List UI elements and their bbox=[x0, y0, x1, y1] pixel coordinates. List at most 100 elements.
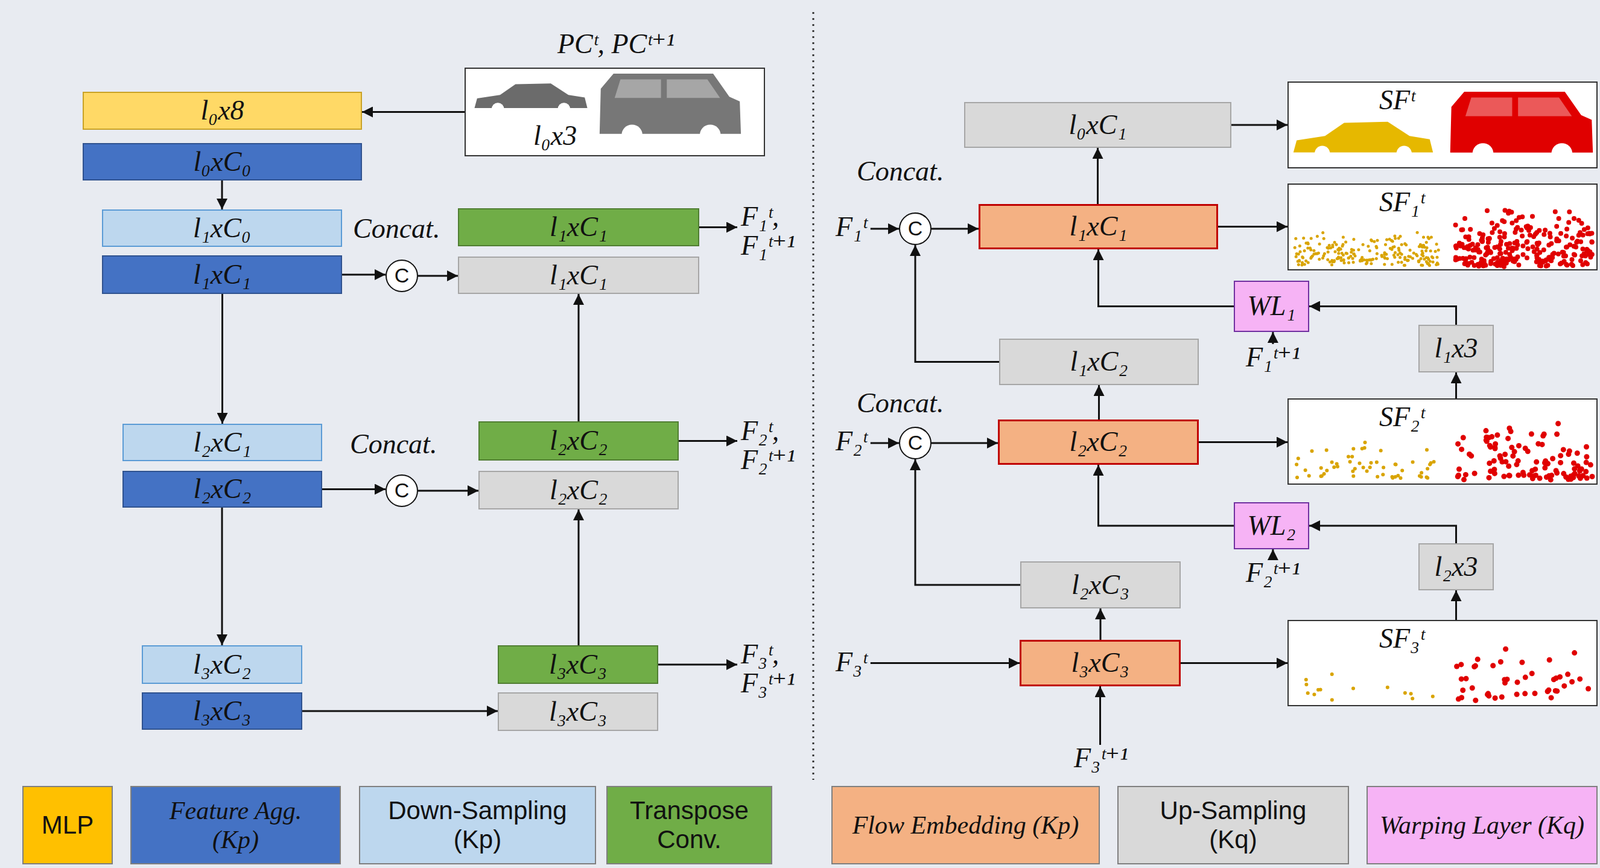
cloud-point bbox=[1324, 468, 1329, 473]
cloud-point bbox=[1564, 262, 1570, 268]
cloud-point bbox=[1391, 476, 1395, 480]
cloud-point bbox=[1546, 255, 1552, 261]
legend-text: Transpose Conv. bbox=[614, 795, 766, 855]
cloud-point bbox=[1365, 468, 1369, 473]
box-label: l₃xC₃ bbox=[193, 695, 251, 727]
box-label: l₂xC₁ bbox=[193, 427, 252, 458]
cloud-point bbox=[1513, 256, 1519, 262]
cloud-point bbox=[1293, 246, 1297, 250]
cloud-point bbox=[1383, 250, 1387, 254]
cloud-point bbox=[1425, 475, 1429, 480]
connector-arrow bbox=[221, 293, 224, 424]
cloud-point bbox=[1529, 670, 1535, 676]
connector-arrow bbox=[1096, 147, 1099, 204]
cloud-point bbox=[1503, 249, 1509, 255]
cloud-point bbox=[1361, 465, 1366, 470]
cloud-point bbox=[1352, 260, 1356, 264]
cloud-point bbox=[1374, 257, 1378, 261]
cloud-point bbox=[1519, 214, 1525, 220]
cloud-point bbox=[1374, 244, 1378, 248]
car-suv bbox=[599, 73, 741, 146]
connector-arrow bbox=[1099, 608, 1102, 640]
cloud-point bbox=[1485, 236, 1491, 242]
cloud-point bbox=[1425, 447, 1429, 452]
cloud-point bbox=[1375, 474, 1380, 479]
cloud-point bbox=[1362, 445, 1367, 450]
cloud-point bbox=[1469, 684, 1476, 691]
cloud-point bbox=[1385, 685, 1390, 689]
cloud-point bbox=[1524, 238, 1530, 244]
connector-arrow bbox=[322, 488, 386, 490]
cloud-point bbox=[1524, 255, 1530, 261]
cloud-point bbox=[1391, 239, 1395, 243]
connector-arrow bbox=[931, 442, 998, 445]
car-sedan bbox=[1293, 121, 1433, 162]
cloud-point bbox=[1531, 234, 1537, 239]
cloud-point bbox=[1349, 250, 1353, 254]
cloud-point bbox=[1572, 252, 1578, 258]
cloud-point bbox=[1363, 440, 1368, 445]
cloud-point bbox=[1530, 214, 1535, 220]
cloud-point bbox=[1400, 243, 1404, 247]
image-panel: SFᵗ bbox=[1287, 81, 1598, 169]
cloud-point bbox=[1500, 257, 1506, 263]
car-sedan bbox=[474, 83, 588, 116]
cloud-point bbox=[1399, 476, 1403, 480]
cloud-point bbox=[1455, 441, 1461, 447]
cloud-point bbox=[1502, 234, 1508, 239]
cloud-point bbox=[1422, 235, 1426, 239]
cloud-point bbox=[1561, 682, 1567, 689]
cloud-point bbox=[1297, 259, 1301, 263]
cloud-point bbox=[1530, 475, 1536, 481]
cloud-point bbox=[1303, 249, 1307, 253]
cloud-point bbox=[1492, 444, 1498, 450]
box-label: l₁xC₀ bbox=[193, 212, 251, 244]
panel-label: SF₁ᵗ bbox=[1379, 187, 1425, 218]
cloud-point bbox=[1374, 460, 1379, 464]
feature-label: F₁ᵗ⁺¹ bbox=[1245, 342, 1301, 372]
box-label: l₃xC₂ bbox=[193, 649, 251, 680]
cloud-point bbox=[1519, 233, 1525, 239]
box-label: l₂xC₂ bbox=[549, 425, 608, 457]
panel-label: SF₃ᵗ bbox=[1379, 623, 1425, 654]
connector-arrow bbox=[915, 244, 1000, 362]
cloud-point bbox=[1352, 252, 1356, 256]
cloud-point bbox=[1304, 259, 1308, 263]
up-sampling-box: l₁xC₂ bbox=[999, 338, 1199, 385]
feature-label: F₁ᵗ bbox=[835, 212, 867, 242]
cloud-point bbox=[1571, 460, 1577, 466]
cloud-point bbox=[1577, 675, 1583, 682]
legend-text: Down-Sampling (Kp) bbox=[373, 795, 582, 855]
panel-label: l₀x3 bbox=[533, 120, 577, 152]
cloud-point bbox=[1585, 225, 1591, 231]
cloud-point bbox=[1572, 470, 1578, 477]
cloud-point bbox=[1431, 260, 1435, 264]
cloud-point bbox=[1499, 218, 1505, 224]
cloud-point bbox=[1514, 242, 1520, 248]
cloud-point bbox=[1298, 244, 1302, 248]
connector-arrow bbox=[302, 710, 498, 712]
cloud-point bbox=[1554, 223, 1559, 229]
transpose-conv-box: l₂xC₂ bbox=[478, 421, 679, 461]
cloud-point bbox=[1419, 474, 1424, 479]
cloud-point bbox=[1341, 258, 1345, 262]
cloud-point bbox=[1458, 243, 1464, 249]
cloud-point bbox=[1326, 250, 1330, 254]
cloud-point bbox=[1330, 672, 1334, 676]
cloud-point bbox=[1583, 468, 1589, 475]
cloud-point bbox=[1505, 435, 1511, 442]
connector-arrow bbox=[1455, 590, 1458, 620]
cloud-point bbox=[1519, 659, 1525, 665]
cloud-point bbox=[1579, 253, 1585, 259]
cloud-point bbox=[1399, 234, 1403, 238]
cloud-point bbox=[1492, 261, 1498, 267]
cloud-point bbox=[1408, 255, 1412, 259]
feature-label: F₂ᵗ, F₂ᵗ⁺¹ bbox=[740, 416, 809, 475]
cloud-point bbox=[1380, 472, 1385, 477]
cloud-point bbox=[1513, 218, 1519, 224]
cloud-point bbox=[1322, 237, 1326, 241]
cloud-point bbox=[1368, 465, 1372, 469]
cloud-point bbox=[1512, 229, 1518, 235]
connector-arrow bbox=[577, 509, 580, 645]
cloud-point bbox=[1467, 226, 1473, 232]
